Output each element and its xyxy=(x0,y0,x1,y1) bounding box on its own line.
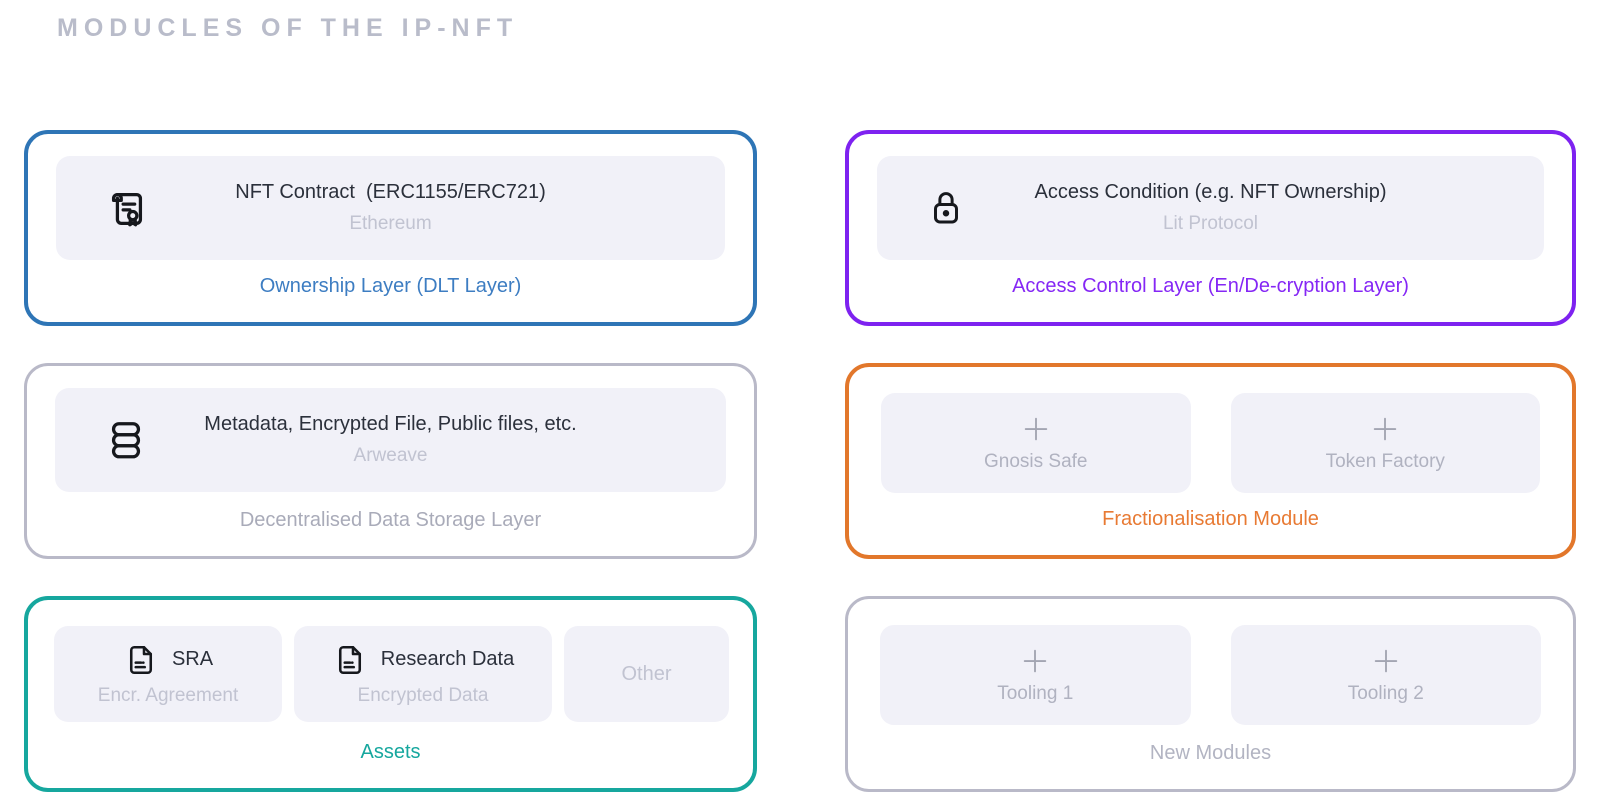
plus-icon xyxy=(1370,414,1400,444)
new-modules-card: Tooling 1 Tooling 2 New Modules xyxy=(845,596,1576,792)
other-assets-tile: Other xyxy=(564,626,729,722)
nft-contract-subtitle: Ethereum xyxy=(349,213,432,234)
gnosis-safe-label: Gnosis Safe xyxy=(984,450,1088,472)
assets-label: Assets xyxy=(360,741,421,763)
nft-contract-tile: NFT Contract (ERC1155/ERC721) Ethereum xyxy=(56,156,725,260)
sra-title: SRA xyxy=(171,648,214,670)
assets-card: SRA Encr. Agreement Research Data Encryp… xyxy=(24,596,757,792)
plus-icon xyxy=(1371,646,1401,676)
fractionalisation-module-label: Fractionalisation Module xyxy=(1102,508,1319,530)
sra-subtitle: Encr. Agreement xyxy=(97,684,239,706)
metadata-title: Metadata, Encrypted File, Public files, … xyxy=(204,413,577,435)
add-gnosis-safe-tile[interactable]: Gnosis Safe xyxy=(881,393,1191,493)
add-tooling-2-tile[interactable]: Tooling 2 xyxy=(1230,625,1541,725)
access-condition-tile: Access Condition (e.g. NFT Ownership) Li… xyxy=(877,156,1544,260)
data-storage-layer-label: Decentralised Data Storage Layer xyxy=(239,509,542,531)
add-token-factory-tile[interactable]: Token Factory xyxy=(1230,393,1540,493)
access-control-layer-card: Access Condition (e.g. NFT Ownership) Li… xyxy=(845,130,1576,326)
access-condition-title: Access Condition (e.g. NFT Ownership) xyxy=(1034,181,1387,203)
document-icon xyxy=(123,642,159,678)
certificate-icon xyxy=(104,185,150,231)
tooling-1-label: Tooling 1 xyxy=(997,682,1074,704)
other-assets-label: Other xyxy=(621,662,672,685)
ownership-layer-label: Ownership Layer (DLT Layer) xyxy=(259,275,522,297)
research-data-title: Research Data xyxy=(380,648,515,670)
database-icon xyxy=(103,417,149,463)
add-tooling-1-tile[interactable]: Tooling 1 xyxy=(880,625,1191,725)
plus-icon xyxy=(1020,646,1050,676)
sra-tile: SRA Encr. Agreement xyxy=(54,626,282,722)
nft-contract-title: NFT Contract (ERC1155/ERC721) xyxy=(235,181,546,203)
lock-icon xyxy=(925,187,967,229)
fractionalisation-module-card: Gnosis Safe Token Factory Fractionalisat… xyxy=(845,363,1576,559)
plus-icon xyxy=(1021,414,1051,444)
tooling-2-label: Tooling 2 xyxy=(1347,682,1424,704)
metadata-subtitle: Arweave xyxy=(353,445,428,466)
research-data-subtitle: Encrypted Data xyxy=(357,684,489,706)
new-modules-label: New Modules xyxy=(1149,742,1272,764)
page-title: MODUCLES OF THE IP-NFT xyxy=(57,14,519,42)
access-control-layer-label: Access Control Layer (En/De-cryption Lay… xyxy=(1012,275,1409,297)
ownership-layer-card: NFT Contract (ERC1155/ERC721) Ethereum O… xyxy=(24,130,757,326)
metadata-tile: Metadata, Encrypted File, Public files, … xyxy=(55,388,726,492)
token-factory-label: Token Factory xyxy=(1325,450,1445,472)
research-data-tile: Research Data Encrypted Data xyxy=(294,626,552,722)
data-storage-layer-card: Metadata, Encrypted File, Public files, … xyxy=(24,363,757,559)
document-icon xyxy=(332,642,368,678)
access-condition-subtitle: Lit Protocol xyxy=(1162,213,1259,234)
